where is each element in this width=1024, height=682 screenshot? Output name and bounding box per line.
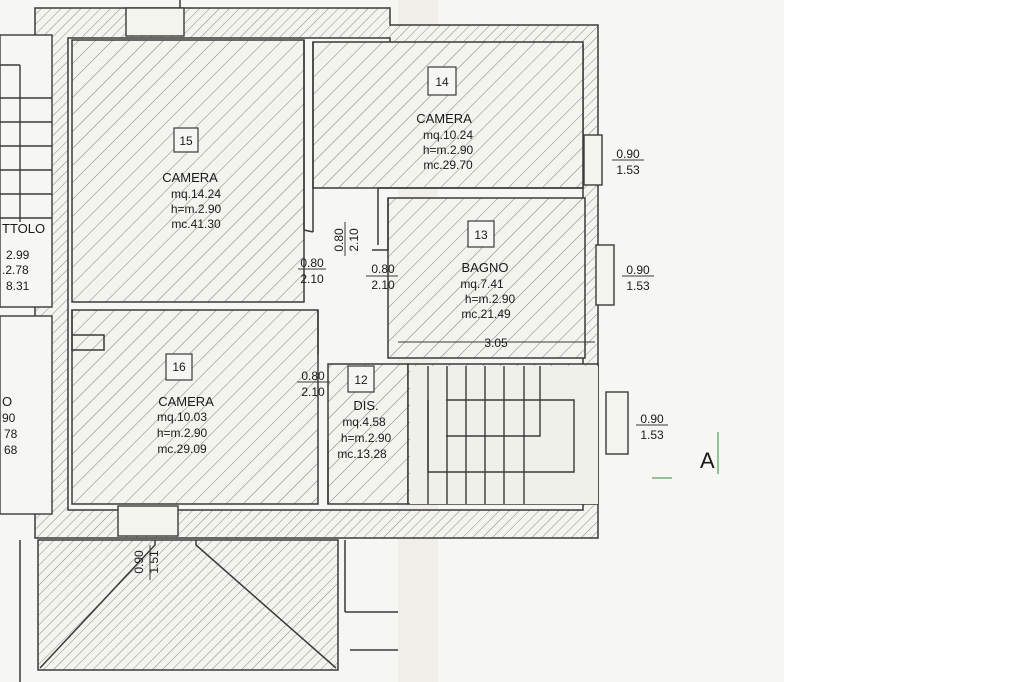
window-label-12: 0.90 1.53 [640,412,664,442]
door-height: 2.10 [300,272,324,286]
room-volume: mc.41.30 [171,217,221,231]
window-width: 0.90 [626,263,650,277]
room-volume: mc.29.70 [423,158,473,172]
room-volume: 68 [4,443,18,457]
room-number-boxes [165,66,495,393]
room-number: 15 [179,134,193,148]
staircase [410,366,598,504]
window-openings [117,7,629,537]
bath-width-dimension: 3.05 [484,336,508,350]
room-name: CAMERA [416,111,472,126]
room-area: mq.4.58 [342,415,386,429]
window-width: 0.90 [640,412,664,426]
door-label-16: 0.80 2.10 [301,369,325,399]
room-height: h=m.2.90 [465,292,516,306]
room-height: h=m.2.90 [157,426,208,440]
window-label-balcony: 0.90 1.51 [132,550,161,574]
room-volume: 8.31 [6,279,30,293]
window-label-14: 0.90 1.53 [616,147,640,177]
room-number: 13 [474,228,488,242]
window-label-13: 0.90 1.53 [626,263,650,293]
room-name: CAMERA [162,170,218,185]
window-height: 1.53 [626,279,650,293]
room-13: 13 BAGNO mq.7.41 h=m.2.90 mc.21.49 [460,228,515,321]
door-height: 2.10 [301,385,325,399]
room-12: 12 DIS. mq.4.58 h=m.2.90 mc.13.28 [337,373,391,461]
door-label-15-vertical: 0.80 2.10 [332,228,361,252]
dimension-lines [149,159,719,580]
neighbor-top-labels: TTOLO 2.99 .2.78 8.31 [2,221,45,293]
room-name: TTOLO [2,221,45,236]
door-height: 2.10 [347,228,361,252]
room-number: 16 [172,360,186,374]
door-width: 0.80 [332,228,346,252]
door-width: 0.80 [300,256,324,270]
neighbor-bottom-labels: O 90 78 68 [2,394,18,457]
section-marker: A [700,448,715,473]
door-width: 0.80 [301,369,325,383]
room-area: 2.99 [6,248,30,262]
window-height: 1.51 [147,550,161,574]
neighbor-unit [0,34,53,515]
room-area: mq.10.24 [423,128,473,142]
floor-plan: 15 CAMERA mq.14.24 h=m.2.90 mc.41.30 14 … [0,0,784,682]
room-14: 14 CAMERA mq.10.24 h=m.2.90 mc.29.70 [416,75,473,172]
room-area: mq.10.03 [157,410,207,424]
room-height: h=m.2.90 [171,202,222,216]
room-area: mq.7.41 [460,277,504,291]
room-height: .2.78 [2,263,29,277]
room-height: h=m.2.90 [423,143,474,157]
room-height: 78 [4,427,18,441]
room-name: CAMERA [158,394,214,409]
room-area: 90 [2,411,16,425]
room-volume: mc.29.09 [157,442,207,456]
room-volume: mc.21.49 [461,307,511,321]
room-number: 14 [435,75,449,89]
room-volume: mc.13.28 [337,447,387,461]
door-height: 2.10 [371,278,395,292]
room-area: mq.14.24 [171,187,221,201]
interior-walls [71,40,583,504]
room-height: h=m.2.90 [341,431,392,445]
window-width: 0.90 [132,550,146,574]
balcony [19,539,398,682]
floor-plan-drawing: 15 CAMERA mq.14.24 h=m.2.90 mc.41.30 14 … [0,0,784,682]
door-label-15: 0.80 2.10 [300,256,324,286]
window-height: 1.53 [640,428,664,442]
door-label-13: 0.80 2.10 [371,262,395,292]
room-15: 15 CAMERA mq.14.24 h=m.2.90 mc.41.30 [162,134,221,231]
window-height: 1.53 [616,163,640,177]
room-number: 12 [354,373,368,387]
window-width: 0.90 [616,147,640,161]
room-name: O [2,394,12,409]
door-width: 0.80 [371,262,395,276]
room-16: 16 CAMERA mq.10.03 h=m.2.90 mc.29.09 [157,360,214,456]
room-name: DIS. [353,398,378,413]
room-name: BAGNO [462,260,509,275]
